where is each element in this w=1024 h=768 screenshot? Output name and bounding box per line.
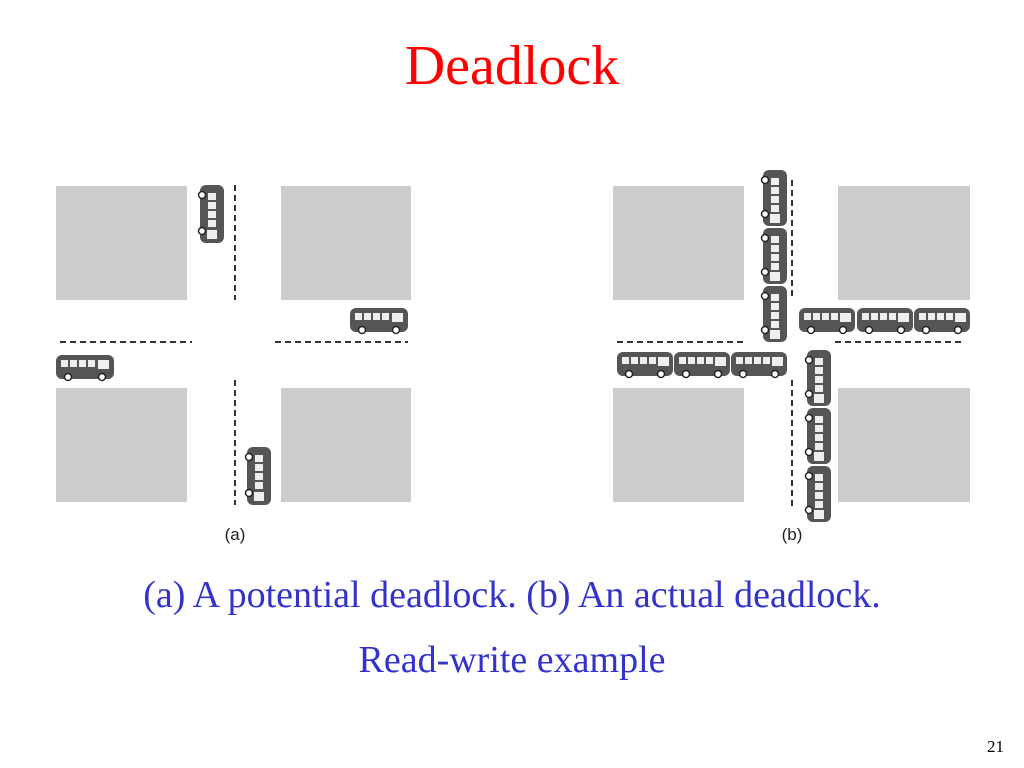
bus-icon — [804, 465, 832, 523]
bus-icon — [856, 307, 914, 335]
bus-icon — [673, 351, 731, 379]
city-block — [613, 186, 744, 300]
bus-icon — [244, 446, 272, 506]
figure-b-intersection: (b) — [613, 169, 971, 544]
city-block — [613, 388, 744, 502]
city-block — [56, 388, 187, 502]
caption-line: (a) A potential deadlock. (b) An actual … — [143, 574, 881, 616]
bus-icon — [760, 169, 788, 227]
figure-label: (a) — [225, 525, 246, 544]
city-block — [838, 186, 970, 300]
page-number: 21 — [987, 737, 1004, 756]
city-block — [281, 186, 411, 300]
bus-icon — [913, 307, 971, 335]
bus-icon — [760, 227, 788, 285]
bus-icon — [804, 407, 832, 465]
figure-label: (b) — [782, 525, 803, 544]
slide-title: Deadlock — [404, 35, 620, 97]
figure-a-intersection: (a) — [55, 184, 411, 544]
bus-icon — [730, 351, 788, 379]
bus-icon — [349, 307, 409, 335]
city-block — [281, 388, 411, 502]
bus-icon — [616, 351, 674, 379]
bus-icon — [798, 307, 856, 335]
caption-subtitle: Read-write example — [358, 639, 666, 681]
bus-icon — [804, 349, 832, 407]
bus-icon — [760, 285, 788, 343]
bus-icon — [55, 354, 115, 382]
city-block — [838, 388, 970, 502]
bus-icon — [197, 184, 225, 244]
city-block — [56, 186, 187, 300]
